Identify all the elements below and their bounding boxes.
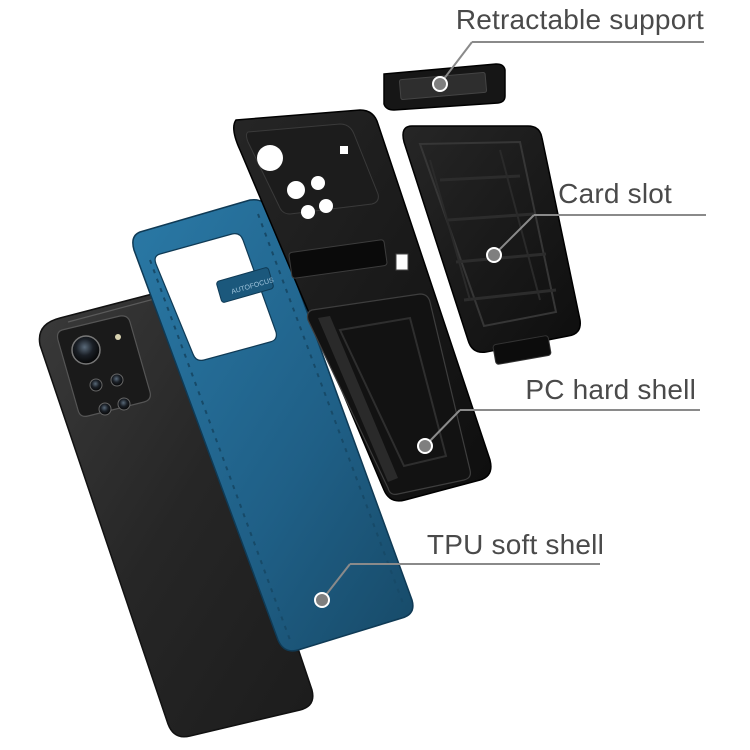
label-retractable-support: Retractable support <box>455 4 704 35</box>
leader-card-slot <box>486 214 706 263</box>
card-slot-panel <box>402 125 581 365</box>
label-pc-hard-shell: PC hard shell <box>525 374 696 405</box>
leader-retractable-support <box>432 41 704 92</box>
leader-pc-hard-shell <box>417 409 700 454</box>
label-tpu-soft-shell: TPU soft shell <box>426 529 604 560</box>
label-card-slot: Card slot <box>558 178 672 209</box>
leader-tpu-soft-shell <box>314 563 600 608</box>
phone-body <box>38 291 314 738</box>
tpu-soft-shell: AUTOFOCUS <box>132 198 414 652</box>
